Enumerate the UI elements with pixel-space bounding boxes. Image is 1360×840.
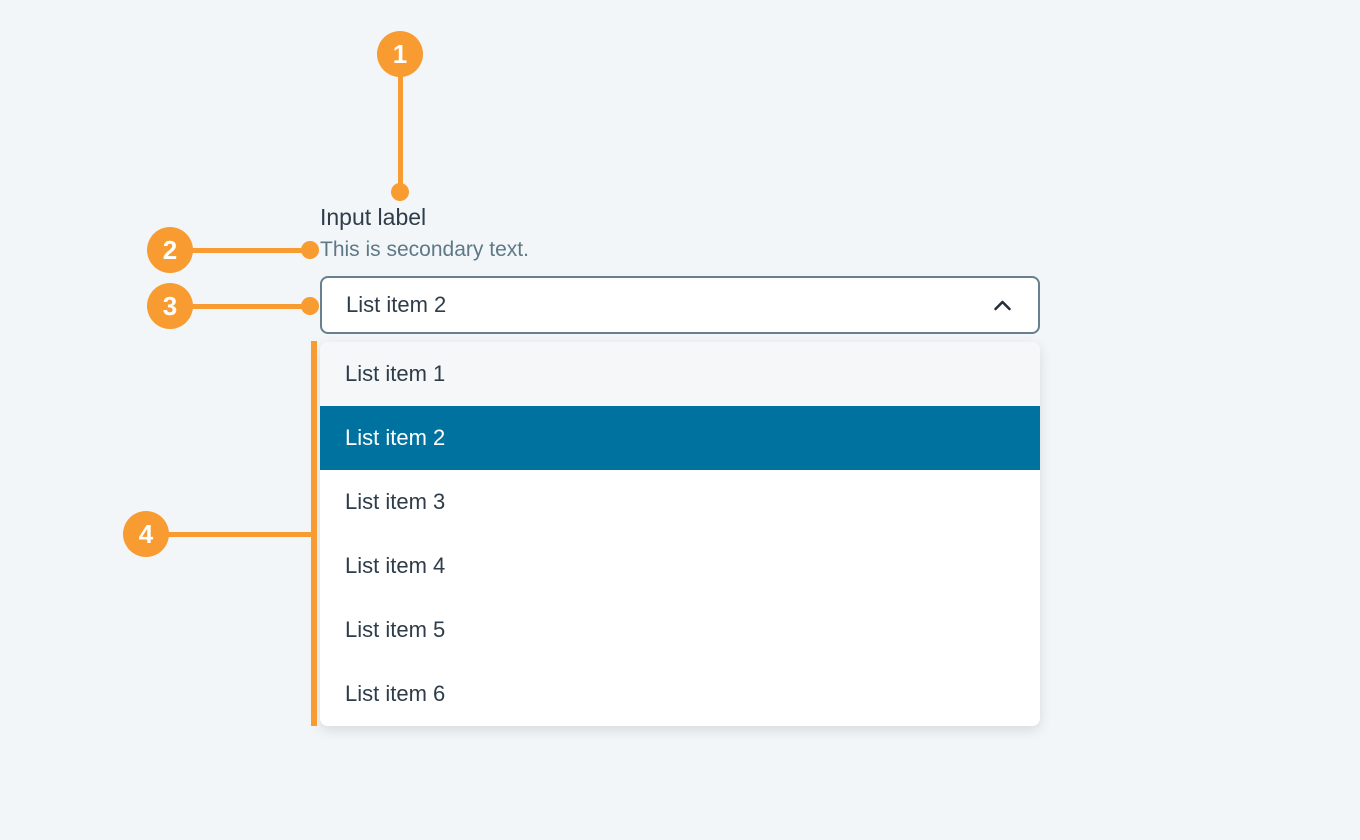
callout-badge-3: 3 [147,283,193,329]
secondary-text: This is secondary text. [320,238,529,261]
callout-line-4 [166,532,312,537]
callout-badge-1: 1 [377,31,423,77]
callout-dot-2 [301,241,319,259]
chevron-up-icon [993,299,1012,312]
list-item-1[interactable]: List item 1 [320,342,1040,406]
callout-bracket-bar [311,341,317,726]
select-selected-value: List item 2 [346,292,447,317]
list-item-6[interactable]: List item 6 [320,662,1040,726]
list-item-4[interactable]: List item 4 [320,534,1040,598]
list-item-5[interactable]: List item 5 [320,598,1040,662]
callout-line-1 [398,75,403,187]
callout-line-2 [190,248,306,253]
list-item-2-selected[interactable]: List item 2 [320,406,1040,470]
callout-line-3 [190,304,306,309]
list-item-3[interactable]: List item 3 [320,470,1040,534]
input-label: Input label [320,204,427,230]
callout-dot-1 [391,183,409,201]
select-trigger[interactable]: List item 2 [320,276,1040,334]
dropdown-listbox: List item 1 List item 2 List item 3 List… [320,342,1040,726]
callout-badge-4: 4 [123,511,169,557]
callout-dot-3 [301,297,319,315]
callout-badge-2: 2 [147,227,193,273]
